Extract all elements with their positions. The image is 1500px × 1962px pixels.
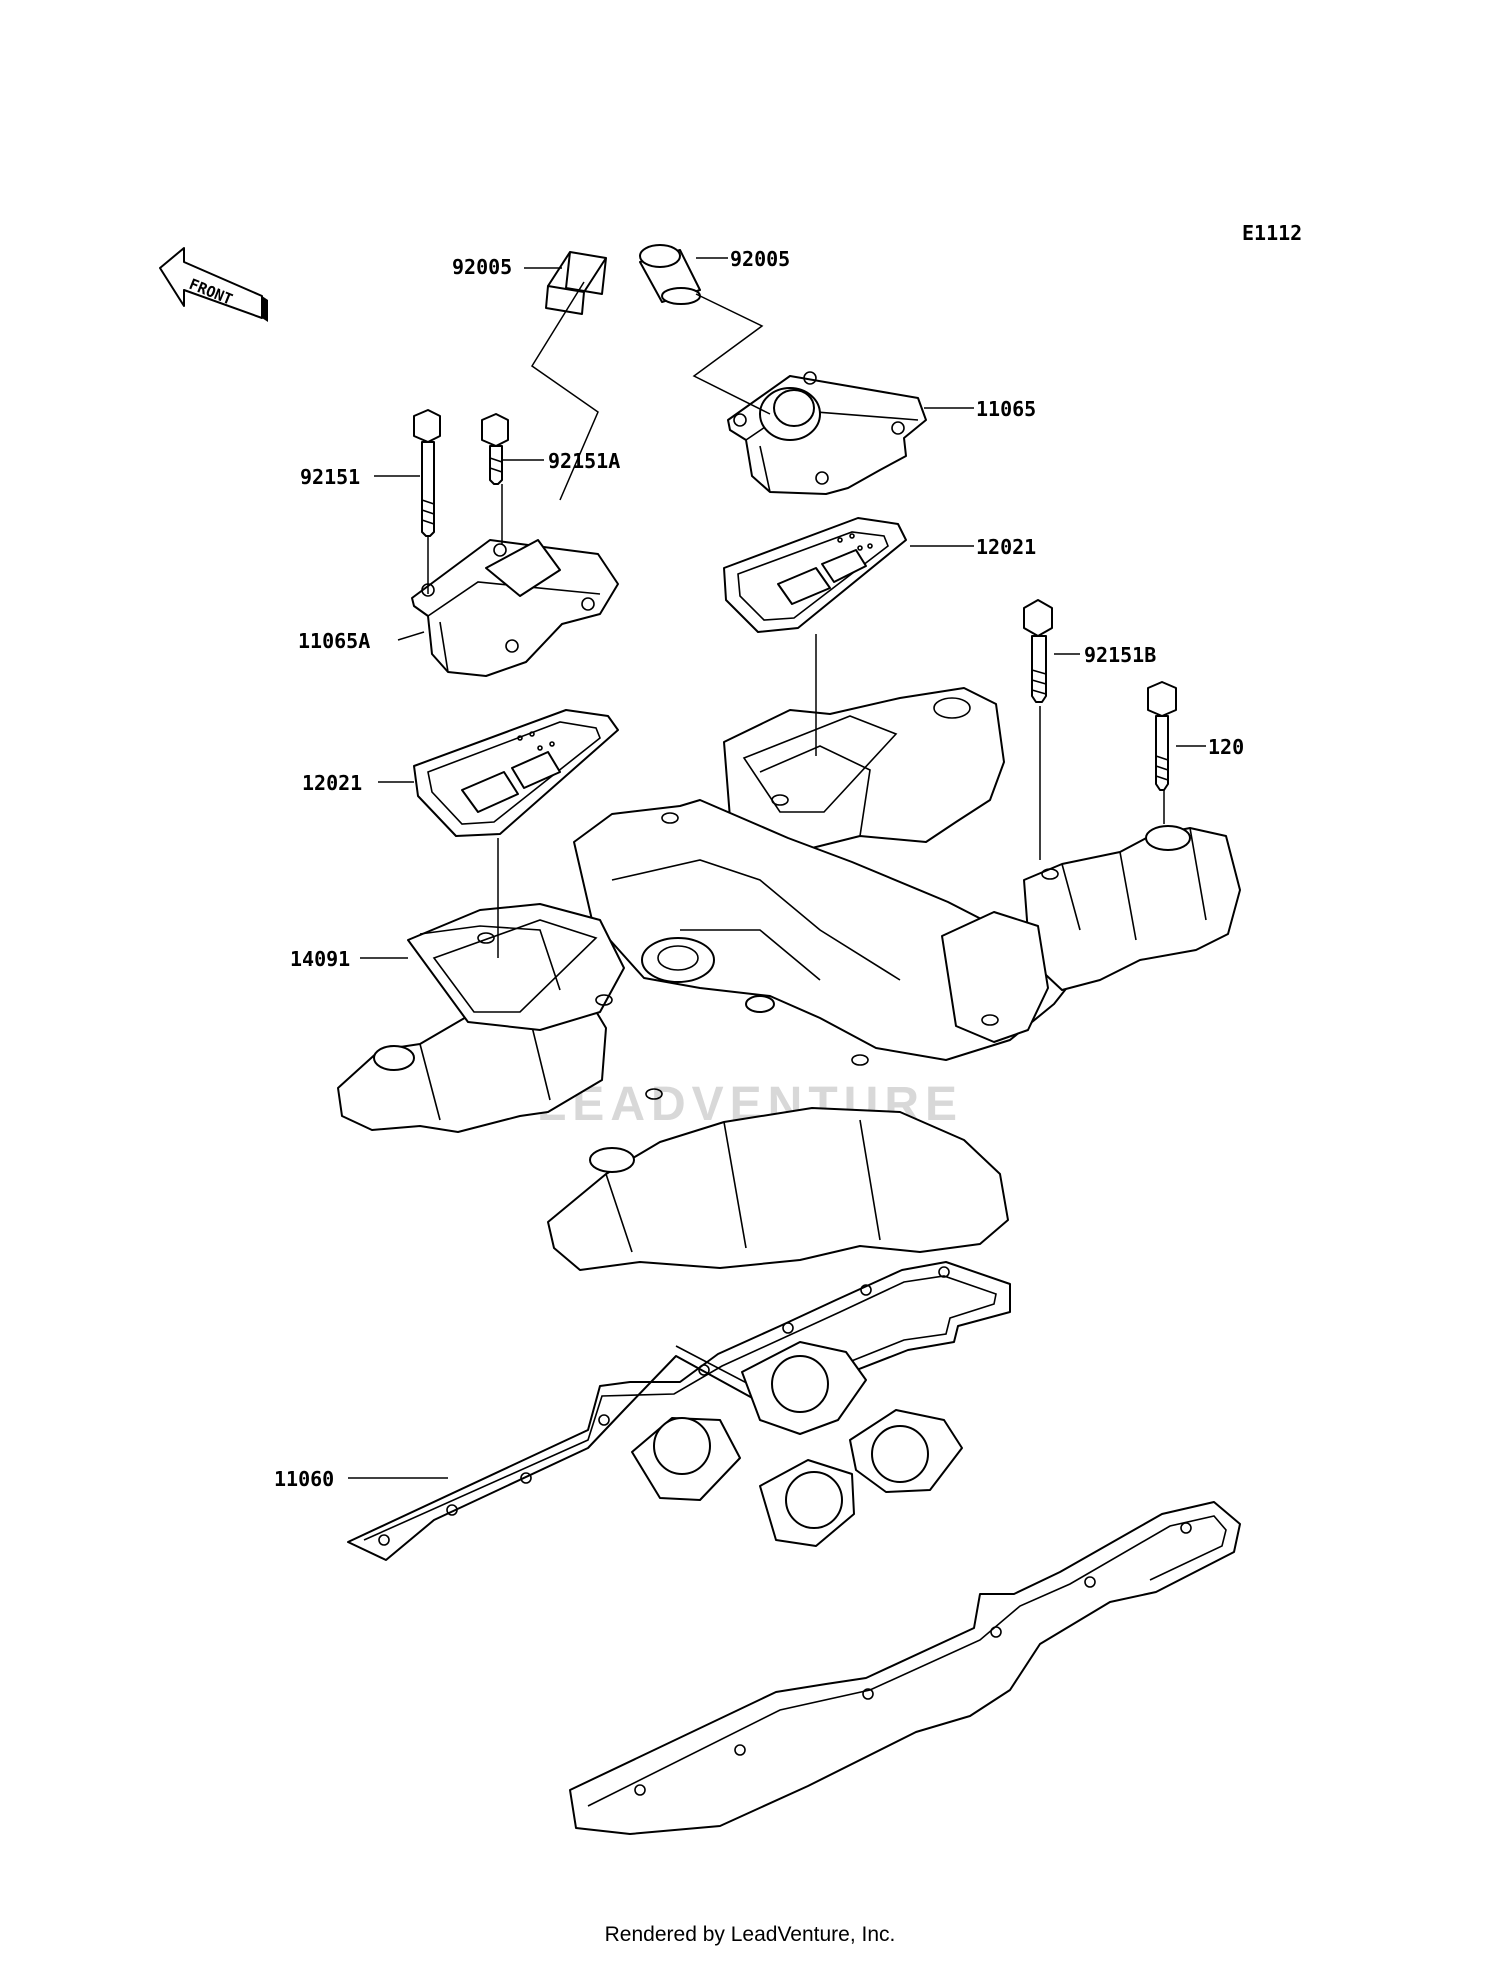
gasket-11060 — [347, 1261, 1241, 1835]
part-label-92151b[interactable]: 92151B — [1084, 643, 1156, 667]
gasket-12021-left — [413, 709, 619, 837]
bolt-92151a — [481, 413, 509, 485]
part-label-11060[interactable]: 11060 — [274, 1467, 334, 1491]
part-label-92005-right[interactable]: 92005 — [730, 247, 790, 271]
part-label-12021-left[interactable]: 12021 — [302, 771, 362, 795]
part-label-92151[interactable]: 92151 — [300, 465, 360, 489]
bolt-92151 — [413, 409, 441, 537]
front-arrow-icon: FRONT — [159, 247, 268, 322]
pipe-92005-right — [639, 244, 701, 305]
head-cover-14091 — [337, 687, 1241, 1271]
leader-lines — [348, 257, 1206, 1479]
cap-92005-left — [545, 251, 607, 315]
part-label-11065[interactable]: 11065 — [976, 397, 1036, 421]
part-label-92005-left[interactable]: 92005 — [452, 255, 512, 279]
cover-11065 — [727, 371, 927, 495]
part-label-14091[interactable]: 14091 — [290, 947, 350, 971]
footer-credit: Rendered by LeadVenture, Inc. — [604, 1923, 896, 1946]
diagram-code: E1112 — [1242, 221, 1302, 245]
cover-11065a — [411, 539, 619, 677]
part-label-11065a[interactable]: 11065A — [298, 629, 370, 653]
part-label-92151a[interactable]: 92151A — [548, 449, 620, 473]
bolt-120 — [1147, 681, 1177, 791]
gasket-12021-upper — [723, 517, 907, 633]
part-label-120[interactable]: 120 — [1208, 735, 1244, 759]
part-label-12021-upper[interactable]: 12021 — [976, 535, 1036, 559]
bolt-92151b — [1023, 599, 1053, 703]
